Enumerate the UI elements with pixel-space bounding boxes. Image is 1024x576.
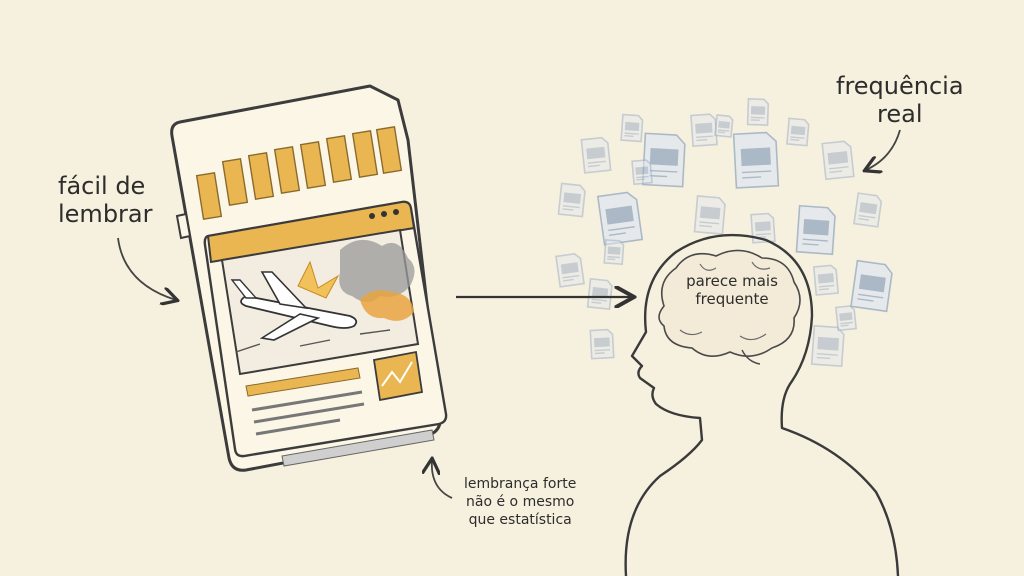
real-frequency-line-2: real [877,100,923,129]
note-line-3: que estatística [468,511,572,528]
small-card-icon [746,98,770,126]
small-card-icon [812,264,840,296]
real-frequency-label: frequência real [836,72,964,129]
easy-to-remember-label: fácil de lembrar [58,172,153,229]
small-card-icon [821,140,855,181]
small-card-icon [589,328,615,360]
feels-more-frequent-line-1: parece mais [686,272,778,290]
small-card-icon [557,182,586,218]
easy-label-arrow [117,237,176,300]
small-card-icon [850,259,893,313]
small-card-icon [580,136,612,174]
small-card-icon [834,305,858,332]
note-line-1: lembrança forte [464,476,577,492]
small-card-icon [690,113,718,148]
frequency-label-arrow [866,129,901,170]
small-card-icon [732,131,780,189]
note-arrow [432,460,453,499]
small-card-icon [555,253,585,288]
note-label: lembrança forte não é o mesmo que estatí… [464,476,576,530]
feels-more-frequent-label: parece mais frequente [668,272,796,308]
small-card-icon [586,277,613,311]
chart-thumb-icon [372,350,424,402]
small-card-icon [810,324,845,368]
small-card-icon [714,114,734,138]
easy-to-remember-line-2: lembrar [58,200,153,229]
head-silhouette-icon [624,234,900,576]
small-card-icon [795,204,836,256]
small-card-icon [853,192,883,228]
brain-icon [658,249,801,365]
note-line-2: não é o mesmo [466,493,575,510]
small-card-icon [693,195,726,235]
sd-card-contacts [195,126,403,220]
plane-crash-icon [220,228,420,376]
small-card-icon [596,191,644,246]
feels-more-frequent-line-2: frequente [695,289,769,308]
small-card-icon [620,113,644,143]
small-card-icon [786,117,810,147]
small-cards-cloud [555,98,893,368]
easy-to-remember-line-1: fácil de [58,172,146,200]
small-card-icon [603,239,625,265]
small-card-icon [641,132,686,188]
small-card-icon [631,159,653,186]
news-window [203,200,448,458]
real-frequency-line-1: frequência [836,72,964,100]
sd-card-icon [170,84,448,472]
